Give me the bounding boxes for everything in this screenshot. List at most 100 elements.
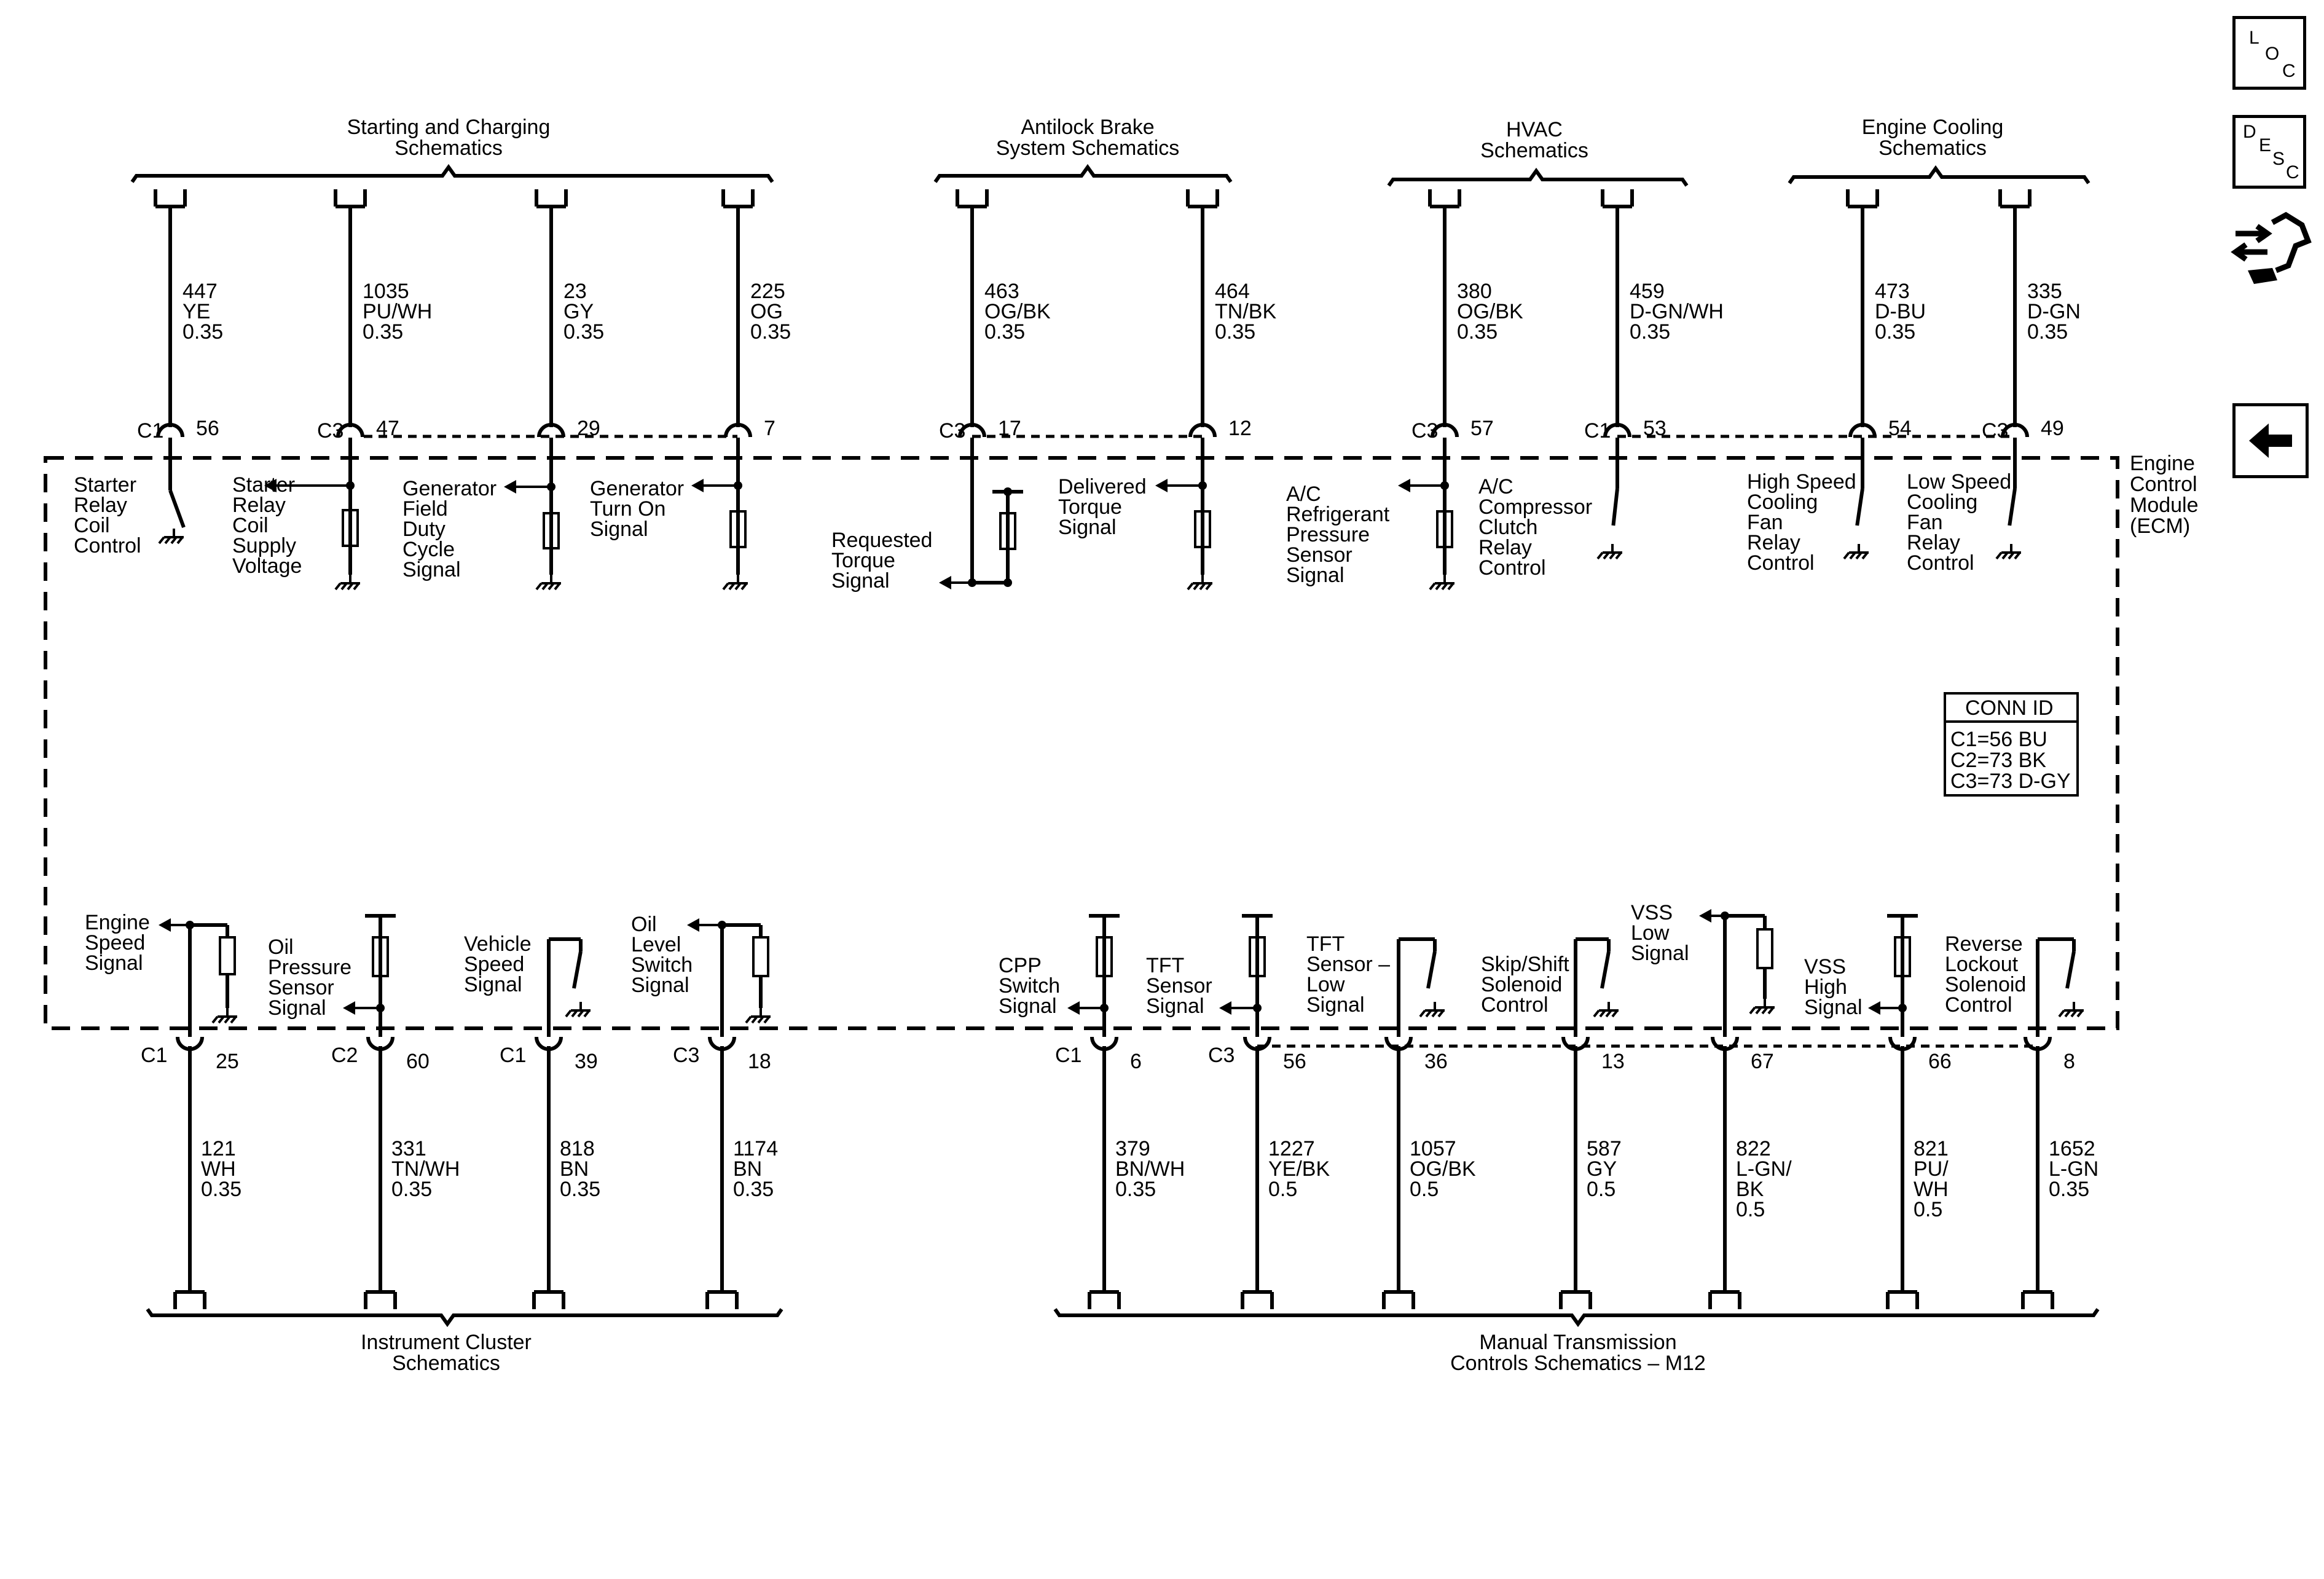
wire-terminal	[1186, 189, 1219, 208]
wire-spec: 0.5	[1587, 1178, 1615, 1201]
wire-spec: 121	[201, 1137, 236, 1160]
circuit-label: Speed	[85, 931, 145, 955]
wire-spec: TN/WH	[391, 1157, 460, 1181]
desc-button-letter: C	[2286, 162, 2299, 183]
junction-dot	[1003, 578, 1012, 587]
circuit-label: Relay	[232, 494, 286, 517]
ground-symbol	[2058, 1002, 2084, 1018]
back-button[interactable]	[2232, 403, 2309, 478]
wire-spec: 447	[183, 280, 218, 303]
switch-blade	[2008, 488, 2017, 526]
pin-number: 17	[998, 417, 1021, 440]
wire-spec: BN	[733, 1157, 762, 1181]
wire-spec: 0.5	[1736, 1198, 1765, 1221]
wire-terminal	[334, 189, 367, 208]
switch-blade	[572, 951, 583, 989]
pin-number: 56	[196, 417, 219, 440]
resistor	[1894, 936, 1911, 977]
wire-spec: 0.35	[563, 320, 604, 344]
wire-terminal	[364, 1290, 397, 1309]
wire-terminal	[1382, 1290, 1415, 1309]
circuit-label: Level	[631, 933, 681, 956]
circuit-label: Low	[1306, 973, 1345, 996]
connector-pin-arc	[1848, 423, 1877, 438]
resistor	[219, 936, 236, 975]
ground-symbol	[565, 1002, 591, 1018]
svg-text:System Schematics: System Schematics	[996, 136, 1180, 160]
circuit-label: Control	[1747, 551, 1815, 575]
pin-number: 54	[1888, 417, 1912, 440]
circuit-label: Field	[402, 497, 448, 521]
wire-spec: D-BU	[1875, 300, 1926, 323]
circuit-label: Compressor	[1478, 495, 1592, 519]
wire-terminal	[1088, 1290, 1121, 1309]
wire-spec: PU/	[1914, 1157, 1949, 1181]
circuit-label: TFT	[1306, 932, 1345, 956]
pin-number: 60	[406, 1050, 430, 1073]
connector-pin-arc	[537, 423, 565, 438]
wire-spec: 0.35	[201, 1178, 241, 1201]
svg-text:HVAC: HVAC	[1506, 118, 1563, 141]
arrow-head	[939, 576, 951, 589]
circuit-label: Signal	[590, 518, 648, 541]
arrow-head	[1219, 1001, 1231, 1015]
wire-spec: 1035	[363, 280, 409, 303]
arrow-head	[264, 479, 277, 492]
wire-terminal	[1846, 189, 1879, 208]
svg-text:Schematics: Schematics	[395, 136, 503, 160]
circuit-label: A/C	[1478, 475, 1513, 498]
wire-spec: YE/BK	[1268, 1157, 1330, 1181]
connector-id: C3	[673, 1044, 699, 1067]
svg-text:Schematics: Schematics	[1878, 136, 1987, 160]
desc-button-letter: D	[2243, 122, 2256, 142]
circuit-label: Relay	[1747, 531, 1800, 554]
wire-spec: 0.35	[1630, 320, 1670, 344]
wire-terminal	[1998, 189, 2032, 208]
wire-spec: 0.35	[363, 320, 403, 344]
circuit-label: Oil	[631, 913, 657, 936]
connector-id: C3	[1411, 419, 1438, 443]
wire-spec: 464	[1215, 280, 1250, 303]
circuit-label: Switch	[631, 953, 693, 977]
ground-symbol	[745, 1008, 771, 1024]
ground-symbol	[1593, 1002, 1619, 1018]
ground-symbol	[722, 575, 748, 591]
arrow-head	[1868, 1001, 1880, 1015]
wire-spec: 1652	[2049, 1137, 2095, 1160]
desc-button[interactable]: D E S C	[2232, 115, 2306, 189]
wire-spec: 1174	[733, 1137, 778, 1160]
wire-spec: 0.35	[2027, 320, 2068, 344]
wire-spec: 587	[1587, 1137, 1622, 1160]
ground-symbol	[1429, 575, 1454, 591]
circuit-label: Control	[1907, 551, 1974, 575]
circuit-label: Sensor	[268, 976, 334, 999]
svg-text:Engine Cooling: Engine Cooling	[1862, 116, 2004, 139]
circuit-label: Voltage	[232, 554, 302, 578]
loc-button[interactable]: L O C	[2232, 16, 2306, 90]
connector-pin-arc	[1188, 423, 1217, 438]
wire-spec: YE	[183, 300, 210, 323]
connector-pin-arc	[724, 423, 752, 438]
connector-end-view-icon[interactable]	[2229, 209, 2313, 289]
wire-spec: 0.35	[1457, 320, 1498, 344]
connector-id: C1	[137, 419, 163, 443]
resistor	[1096, 936, 1113, 977]
wire-spec: 331	[391, 1137, 426, 1160]
circuit-label: Signal	[402, 558, 461, 581]
arrow-head	[1067, 1001, 1080, 1015]
wire-spec: 0.35	[391, 1178, 432, 1201]
connector-pin-arc	[1431, 423, 1459, 438]
circuit-label: Control	[1478, 556, 1546, 580]
circuit-label: Solenoid	[1481, 973, 1562, 996]
wire-spec: 459	[1630, 280, 1665, 303]
